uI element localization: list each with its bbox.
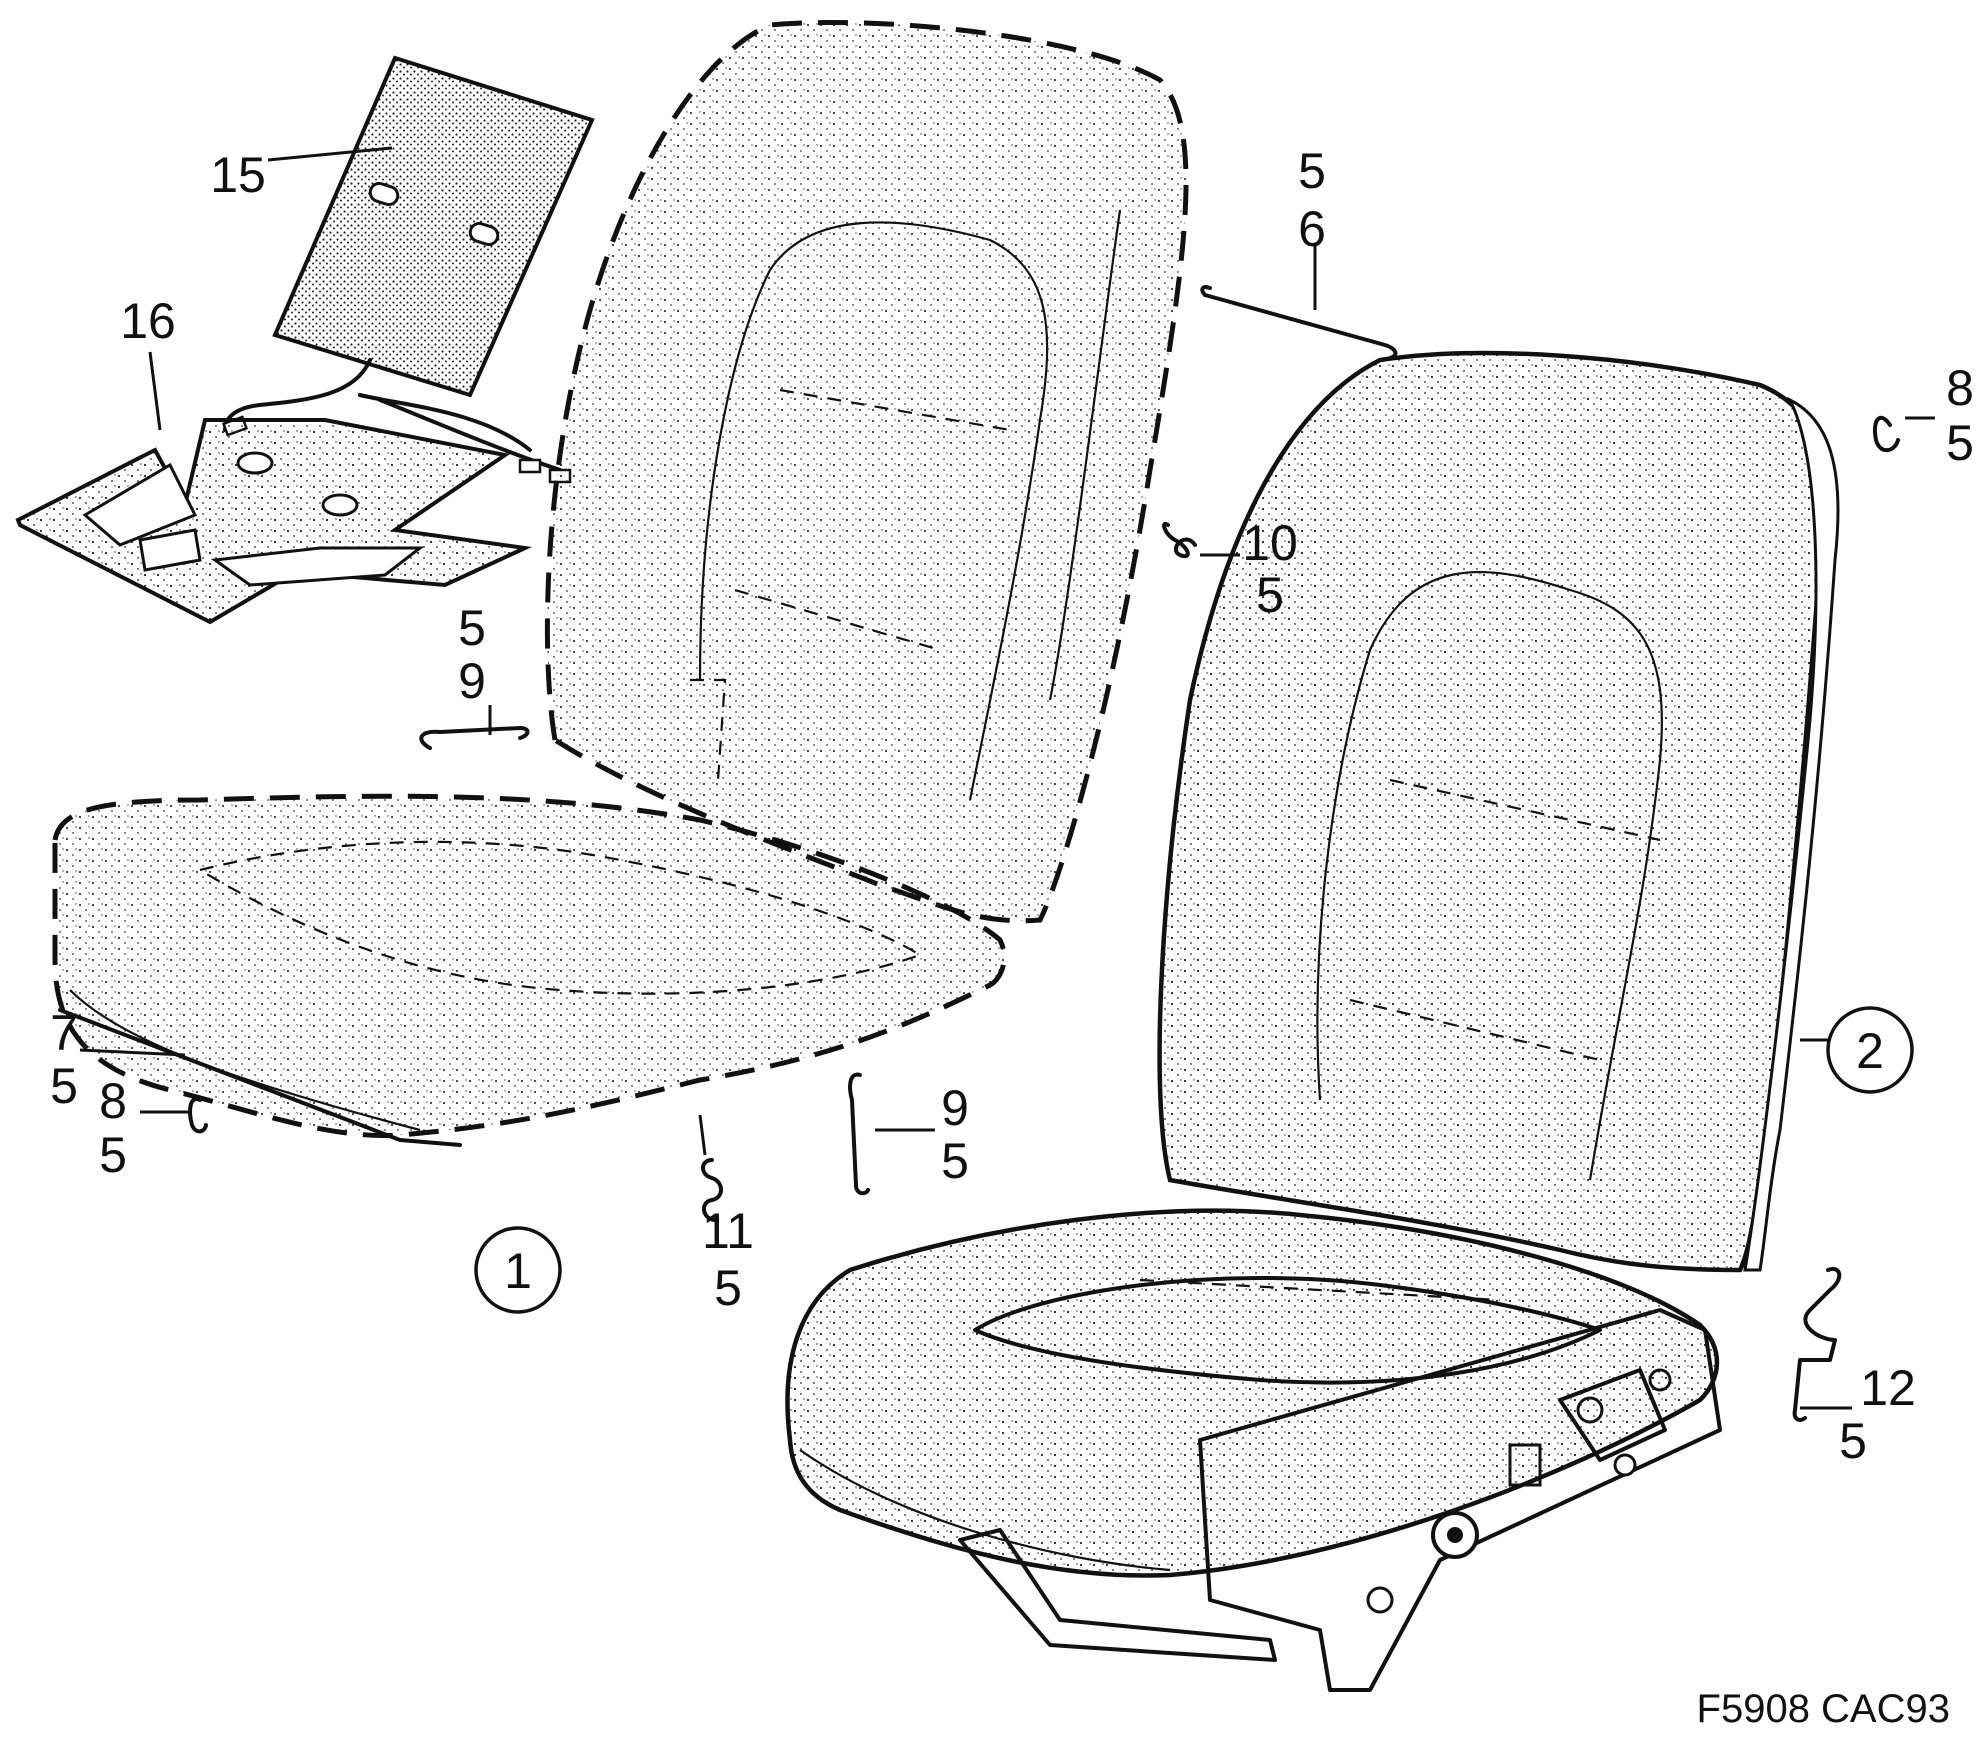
part-label-5-6-top: 5 [1298,143,1326,199]
part-label-5-9-bottom: 9 [458,653,486,709]
part-label-10-5-top: 10 [1242,515,1298,571]
callout-2-label: 2 [1856,1023,1884,1079]
part-label-10-5-bottom: 5 [1256,567,1284,623]
backrest-heating-pad [272,55,595,398]
clip-part-5-9 [419,726,530,750]
part-label-5-9-top: 5 [458,600,486,656]
part-label-9-5-top: 9 [941,1080,969,1136]
clip-part-5-6 [1200,285,1398,360]
callout-1: 1 [474,1226,562,1314]
part-label-9-5-bottom: 5 [941,1133,969,1189]
clip-part-10-5 [1162,522,1197,559]
part-label-11-5-bottom: 5 [714,1260,742,1316]
cushion-heating-pad [15,418,533,625]
part-label-8-5-left-top: 8 [99,1073,127,1129]
part-labels: 15 16 5 6 8 5 10 5 5 9 7 5 8 5 9 5 11 5 … [50,143,1974,1469]
callout-2: 2 [1826,1006,1914,1094]
seat1-backrest-cover [544,20,1189,924]
part-label-8-5-right-top: 8 [1946,360,1974,416]
seat2-assembly [785,350,1840,1692]
part-label-8-5-left-bottom: 5 [99,1127,127,1183]
hook-part-12-5 [1792,1266,1842,1422]
figure-code: F5908 CAC93 [1697,1687,1950,1731]
part-label-12-5-bottom: 5 [1839,1413,1867,1469]
part-label-7-5-bottom: 5 [50,1058,78,1114]
seat1-cushion-cover [52,793,1007,1147]
part-label-5-6-bottom: 6 [1298,201,1326,257]
clip-part-8-5-right [1873,415,1900,453]
leader-lines [79,146,1935,1410]
part-label-11-5-top: 11 [702,1203,754,1259]
part-label-16: 16 [120,293,176,349]
part-label-8-5-right-bottom: 5 [1946,415,1974,471]
hook-part-9-5 [848,1072,870,1196]
part-label-15: 15 [210,147,266,203]
part-label-7-5-top: 7 [50,1005,78,1061]
part-label-12-5-top: 12 [1860,1360,1916,1416]
hook-part-11-5 [701,1158,723,1222]
clip-part-8-5-left [188,1097,208,1134]
callout-1-label: 1 [504,1243,532,1299]
